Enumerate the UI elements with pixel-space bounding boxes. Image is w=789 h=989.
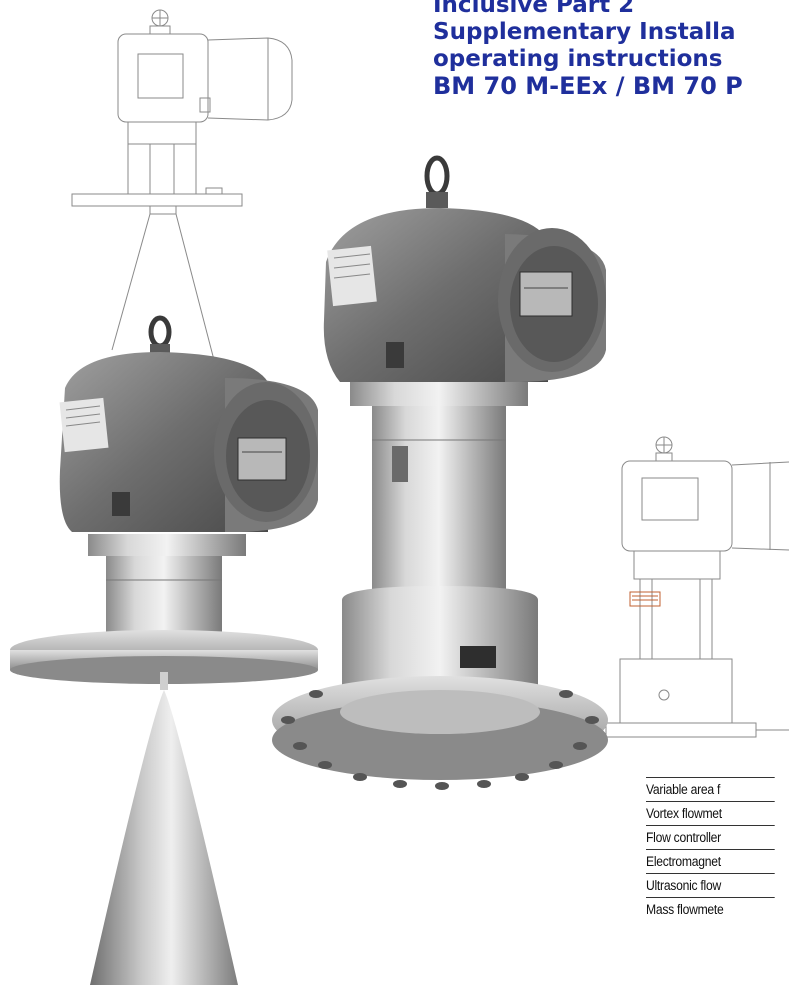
- line-drawing-top: [71, 9, 293, 361]
- list-item: Ultrasonic flow: [646, 873, 775, 897]
- list-item: Flow controller: [646, 825, 775, 849]
- title-line-1: Inclusive Part 2: [433, 0, 635, 18]
- radar-gauge-flange-version: [272, 155, 608, 790]
- document-title: Inclusive Part 2 Supplementary Installa …: [433, 0, 789, 100]
- list-item: Mass flowmete: [646, 897, 775, 921]
- list-item: Electromagnet: [646, 849, 775, 873]
- title-line-2: Supplementary Installa: [433, 19, 736, 45]
- list-item: Vortex flowmet: [646, 801, 775, 825]
- list-item: Variable area f: [646, 777, 775, 801]
- radar-gauge-horn-antenna: [10, 315, 318, 985]
- product-list: Variable area f Vortex flowmet Flow cont…: [646, 777, 789, 921]
- title-line-4: BM 70 M-EEx / BM 70 P: [433, 72, 743, 100]
- title-line-3: operating instructions: [433, 46, 723, 72]
- line-drawing-right: [605, 436, 789, 738]
